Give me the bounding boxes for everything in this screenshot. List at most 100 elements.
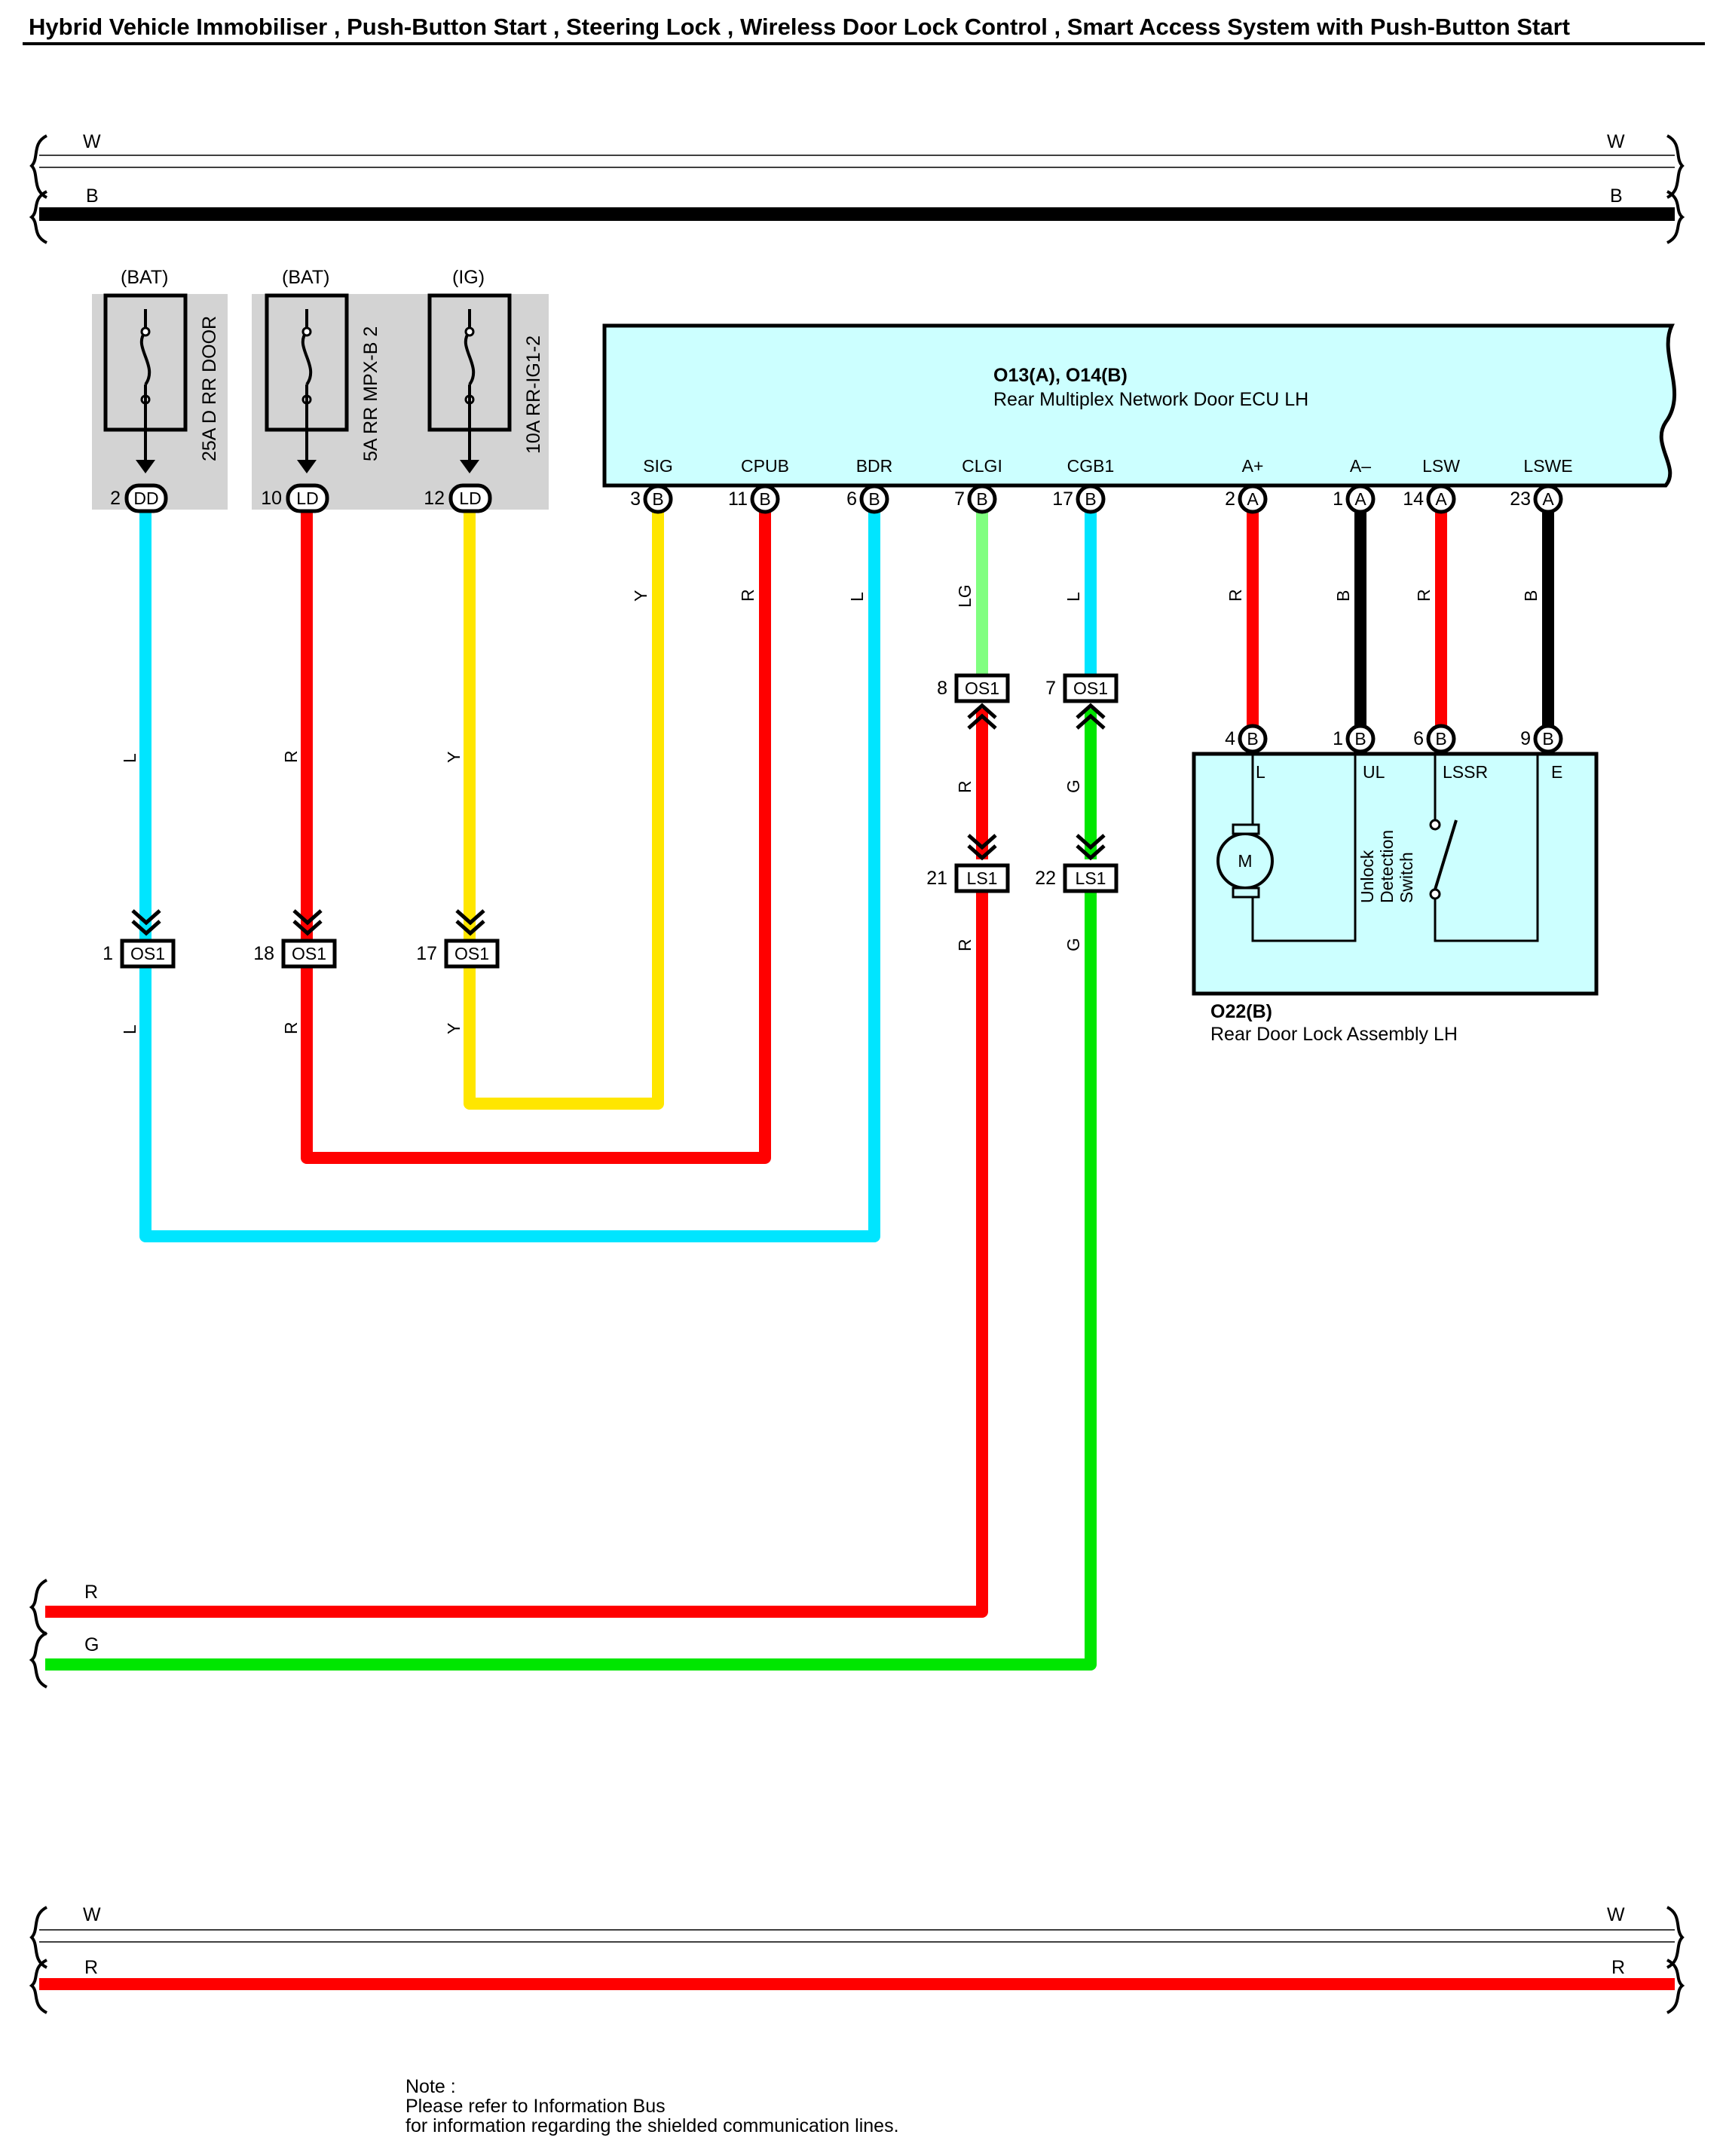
lock-pin-9: B 9	[1520, 724, 1563, 754]
bus-label: W	[83, 131, 101, 152]
wire-y-sig	[464, 513, 664, 1110]
bus-label: B	[86, 185, 99, 207]
svg-text:11: 11	[728, 488, 748, 510]
bus-brace	[29, 1906, 48, 1969]
fuse-bg	[92, 294, 228, 510]
svg-text:OS1: OS1	[130, 944, 165, 963]
svg-text:B: B	[1333, 590, 1353, 602]
connector-ld-10: LD 10	[261, 483, 329, 513]
fuse-name: 10A RR-IG1-2	[523, 335, 544, 454]
bus-g-mid: G	[29, 1631, 99, 1689]
top-bus-b: B B	[39, 185, 1675, 221]
svg-text:3: 3	[630, 488, 641, 510]
svg-text:LS1: LS1	[1076, 868, 1106, 888]
svg-text:Note :: Note :	[405, 2076, 456, 2097]
ecu-terminal-cpub: CPUB B 11 R	[728, 456, 789, 602]
lock-assembly: M Unlock Detection Switch L UL LSSR E O2…	[1192, 752, 1599, 1045]
svg-text:G: G	[84, 1634, 99, 1655]
junction-os1-1: OS1 1	[103, 909, 176, 969]
wire-g-cgb1-low	[45, 890, 1097, 1671]
svg-text:A: A	[1542, 489, 1554, 509]
pin-number: 1	[103, 943, 113, 964]
svg-text:DD: DD	[133, 488, 158, 508]
svg-text:LD: LD	[296, 488, 318, 508]
svg-text:9: 9	[1520, 728, 1531, 749]
wire-code: Y	[444, 1023, 464, 1034]
lock-pin-4: B 4	[1225, 724, 1268, 754]
wire-code: R	[281, 750, 301, 763]
lock-pin-1: B 1	[1333, 724, 1376, 754]
svg-text:6: 6	[1413, 728, 1424, 749]
svg-text:OS1: OS1	[292, 944, 326, 963]
wire-code: R	[955, 939, 975, 951]
ecu-name: Rear Multiplex Network Door ECU LH	[993, 389, 1308, 410]
svg-text:1: 1	[1333, 728, 1343, 749]
wire-code: G	[1063, 938, 1083, 951]
bus-brace	[29, 1958, 48, 2014]
svg-text:Unlock: Unlock	[1357, 850, 1377, 903]
svg-text:B: B	[759, 489, 770, 509]
svg-text:CLGI: CLGI	[962, 456, 1002, 476]
svg-text:1: 1	[1333, 488, 1343, 510]
ecu-terminal-bdr: BDR B 6 L	[846, 456, 892, 602]
ecu-terminal-clgi: CLGI B 7 LG	[954, 456, 1002, 608]
wire-r-clgi-low	[45, 890, 988, 1618]
svg-text:B: B	[976, 489, 987, 509]
svg-text:CPUB: CPUB	[741, 456, 789, 476]
switch-contact	[1429, 888, 1441, 900]
svg-text:L: L	[1063, 592, 1083, 602]
svg-text:23: 23	[1510, 488, 1531, 510]
bus-brace	[1666, 1958, 1685, 2014]
svg-text:LD: LD	[459, 488, 481, 508]
junction-ls1-22: LS1 22	[1035, 834, 1119, 893]
svg-text:R: R	[738, 589, 757, 602]
ecu-terminal-lswe: LSWE A 23 B	[1510, 456, 1572, 602]
junction-os1-8: OS1 8	[937, 673, 1010, 730]
bus-brace	[29, 190, 48, 244]
svg-text:L: L	[1256, 762, 1265, 782]
pin-number: 10	[261, 488, 282, 509]
wire-code: R	[281, 1021, 301, 1034]
svg-text:17: 17	[1052, 488, 1073, 510]
switch-contact	[1429, 819, 1441, 831]
svg-text:B: B	[1542, 729, 1553, 749]
ecu-terminal-cgb1: CGB1 B 17 L	[1052, 456, 1114, 602]
junction-os1-18: OS1 18	[253, 909, 337, 969]
svg-text:6: 6	[846, 488, 857, 510]
bus-brace	[1666, 134, 1685, 199]
motor-label: M	[1238, 851, 1252, 871]
svg-text:LS1: LS1	[967, 868, 998, 888]
ecu-terminal-lsw: LSW A 14 R	[1403, 456, 1460, 602]
svg-text:Y: Y	[631, 590, 650, 602]
lock-pin-6: B 6	[1413, 724, 1456, 754]
svg-text:W: W	[83, 1904, 101, 1925]
top-bus-w: W W	[39, 131, 1675, 168]
fuse-source: (BAT)	[282, 267, 329, 288]
bus-r-mid: R	[29, 1579, 98, 1636]
wire-code: L	[120, 1024, 139, 1034]
svg-text:L: L	[847, 592, 867, 602]
fuse-name: 25A D RR DOOR	[199, 316, 220, 461]
svg-text:7: 7	[1045, 678, 1056, 699]
ecu-terminal-a-minus: A– A 1 B	[1333, 456, 1376, 602]
bottom-bus-r: R R	[39, 1957, 1675, 1990]
bus-label: W	[1607, 131, 1625, 152]
svg-text:A: A	[1354, 489, 1366, 509]
bus-brace	[1666, 1906, 1685, 1969]
svg-text:Detection: Detection	[1377, 830, 1397, 903]
svg-text:B: B	[1354, 729, 1366, 749]
svg-text:OS1: OS1	[1073, 678, 1108, 698]
svg-text:LSW: LSW	[1422, 456, 1460, 476]
svg-text:B: B	[652, 489, 663, 509]
svg-text:Please refer to Information Bu: Please refer to Information Bus	[405, 2096, 666, 2117]
svg-text:LSWE: LSWE	[1523, 456, 1572, 476]
fuse-d-rr-door: (BAT) 25A D RR DOOR	[103, 267, 220, 473]
lock-code: O22(B)	[1210, 1001, 1272, 1022]
fuse-name: 5A RR MPX-B 2	[360, 326, 381, 461]
svg-text:14: 14	[1403, 488, 1424, 510]
bottom-bus-w: W W	[39, 1904, 1675, 1943]
diagram-title: Hybrid Vehicle Immobiliser , Push-Button…	[29, 14, 1570, 40]
pin-number: 18	[253, 943, 274, 964]
svg-text:R: R	[84, 1957, 98, 1978]
